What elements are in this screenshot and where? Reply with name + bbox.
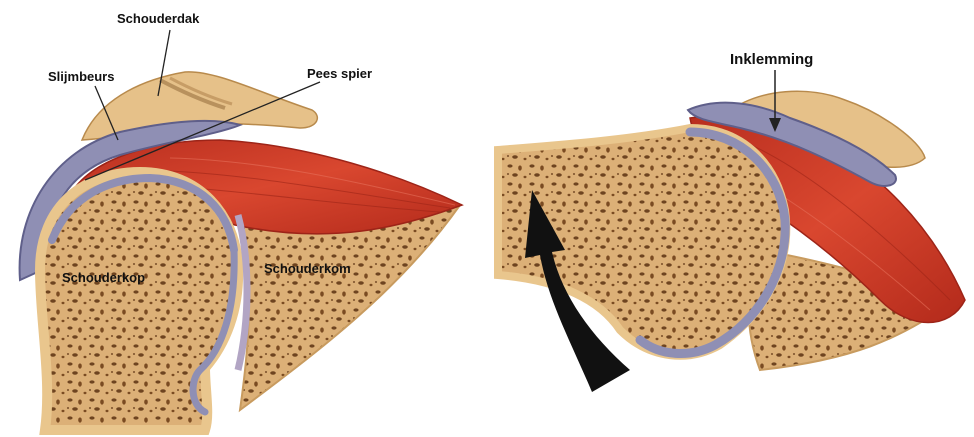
- label-schouderkom: Schouderkom: [264, 262, 351, 275]
- label-slijmbeurs: Slijmbeurs: [48, 70, 114, 83]
- label-schouderdak: Schouderdak: [117, 12, 199, 25]
- label-pees-spier: Pees spier: [307, 67, 372, 80]
- label-inklemming: Inklemming: [730, 52, 813, 67]
- left-shoulder-illustration: [20, 72, 462, 430]
- left-glenoid-bone: [235, 205, 460, 410]
- right-shoulder-illustration: [498, 91, 965, 392]
- label-schouderkop: Schouderkop: [62, 271, 145, 284]
